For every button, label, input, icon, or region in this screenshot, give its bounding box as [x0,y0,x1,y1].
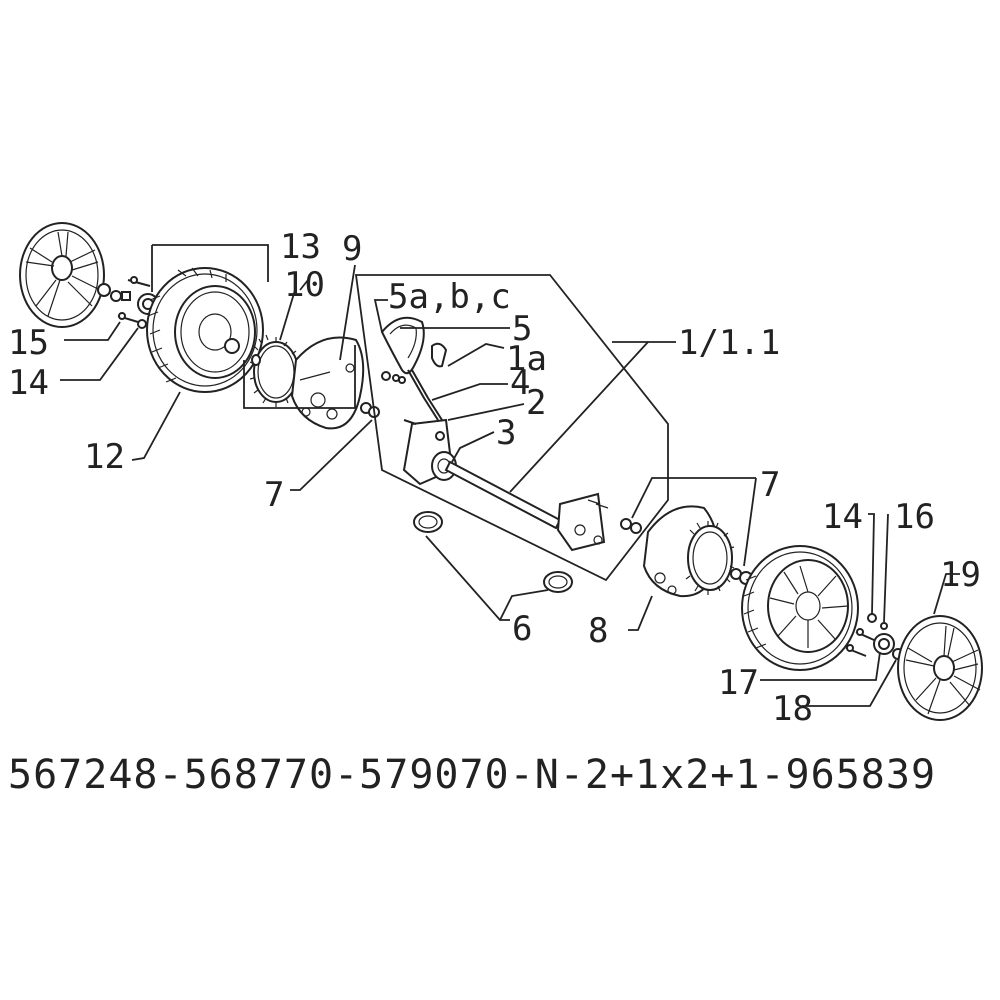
callout-17: 17 [718,663,759,703]
callout-16: 16 [894,497,935,537]
left-cover-plate [290,336,380,430]
left-hubcap [19,222,105,328]
callout-2: 2 [526,383,546,423]
right-wheel [741,545,859,671]
callout-10: 10 [284,265,325,305]
callout-13: 13 [280,227,321,267]
callout-9: 9 [342,229,362,269]
callout-19: 19 [940,555,981,595]
left-gear [249,334,301,407]
callout-8: 8 [588,611,608,651]
callout-5abc: 5a,b,c [388,277,511,317]
callout-7-right: 7 [760,465,780,505]
callout-6: 6 [512,609,532,649]
leader-lines [60,244,960,707]
right-axle-bracket [556,492,609,552]
axle-bracket [402,418,457,486]
bushings [413,511,573,593]
callout-15: 15 [8,323,49,363]
axle-rod [444,460,562,530]
right-cover-plate-gear [642,505,735,598]
part-number-code: 567248-568770-579070-N-2+1x2+1-965839 [8,752,936,798]
callout-7-left: 7 [264,475,284,515]
height-adjust-lever [380,316,448,421]
callout-1-1.1: 1/1.1 [678,323,780,363]
left-wheel [146,267,264,393]
callout-4: 4 [510,363,530,403]
callout-3: 3 [496,413,516,453]
callout-12: 12 [84,437,125,477]
callout-5: 5 [512,309,532,349]
callout-14-left: 14 [8,363,49,403]
callout-1a: 1a [506,339,547,379]
callout-18: 18 [772,689,813,729]
right-hubcap [897,615,983,721]
callout-14-right: 14 [822,497,863,537]
